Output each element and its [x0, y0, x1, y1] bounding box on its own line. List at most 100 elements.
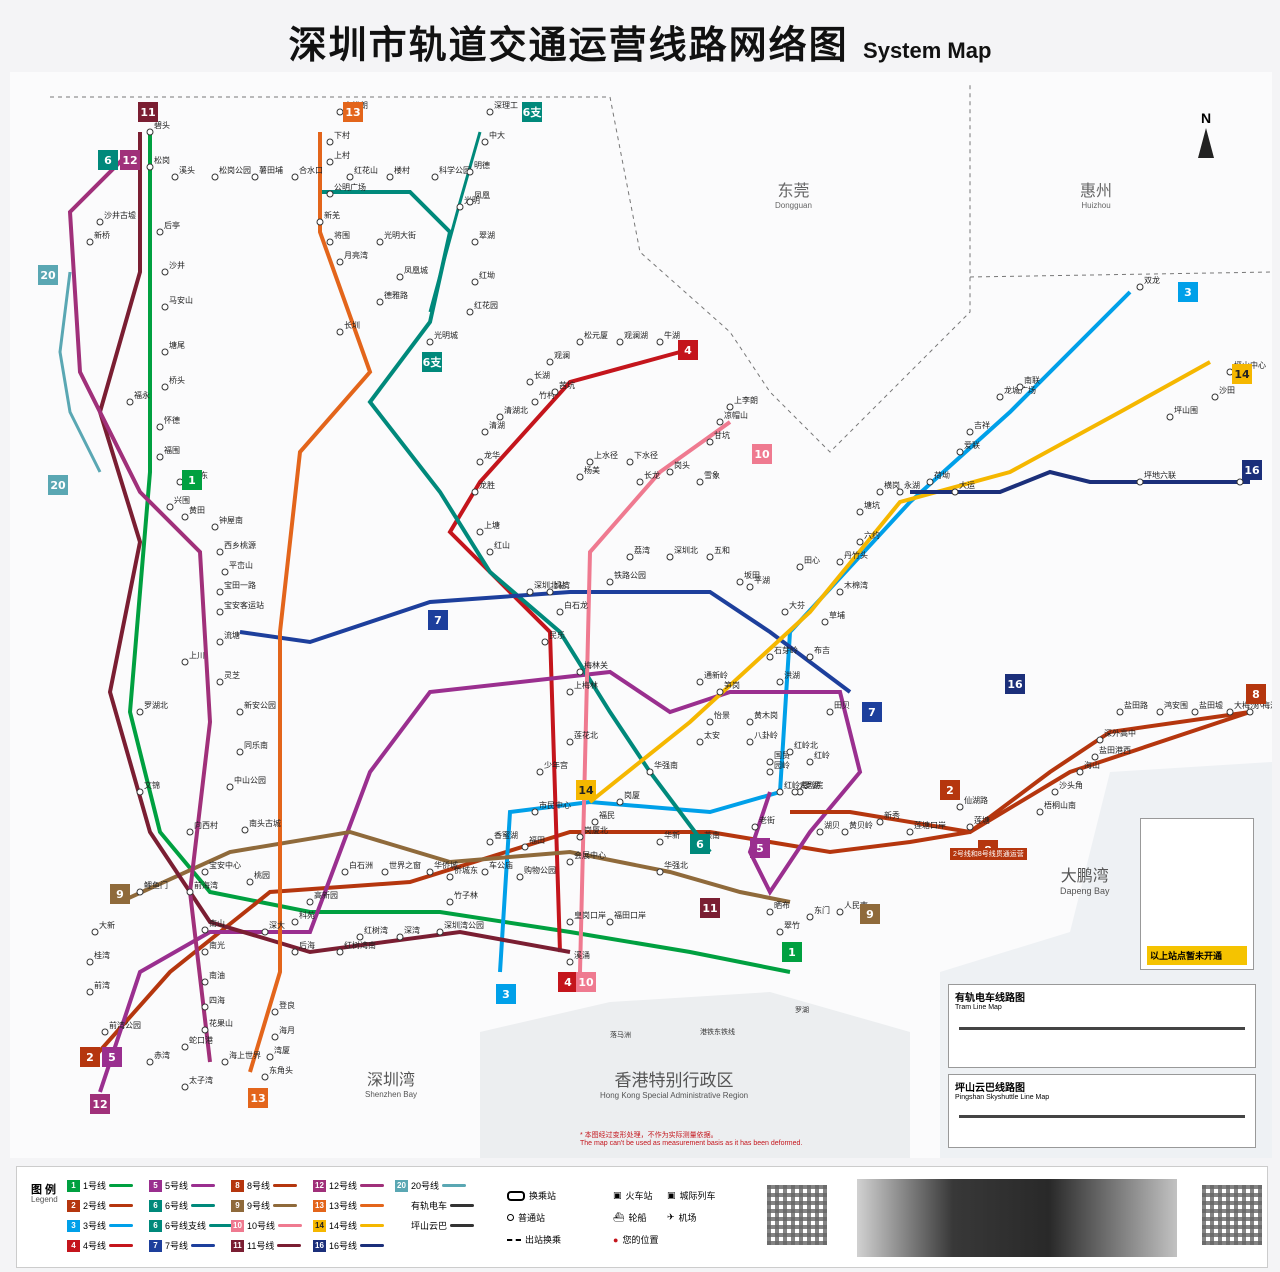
station-marker[interactable]: [216, 638, 224, 646]
station-label[interactable]: 观澜湖: [624, 331, 648, 340]
station-label[interactable]: 南头古城: [249, 818, 281, 828]
station-marker[interactable]: [336, 328, 344, 336]
station-label[interactable]: 花果山: [209, 1018, 233, 1028]
station-label[interactable]: 沙井古墟: [104, 210, 136, 220]
station-marker[interactable]: [266, 1053, 274, 1061]
station-label[interactable]: 横岗: [884, 480, 900, 490]
line-badge[interactable]: [102, 1047, 122, 1067]
station-label[interactable]: 科苑: [299, 910, 315, 920]
station-marker[interactable]: [446, 898, 454, 906]
station-marker[interactable]: [136, 788, 144, 796]
station-label[interactable]: 桂湾: [94, 950, 110, 960]
line-badge[interactable]: [48, 475, 68, 495]
station-label[interactable]: 深圳北站: [534, 580, 566, 590]
station-marker[interactable]: [161, 383, 169, 391]
station-marker[interactable]: [376, 238, 384, 246]
station-marker[interactable]: [96, 218, 104, 226]
station-marker[interactable]: [1226, 708, 1234, 716]
station-marker[interactable]: [186, 828, 194, 836]
station-label[interactable]: 南光: [209, 940, 225, 950]
station-label[interactable]: 流塘: [224, 630, 240, 640]
station-label[interactable]: 坪山围: [1174, 405, 1198, 415]
station-label[interactable]: 燕南: [704, 830, 720, 840]
station-label[interactable]: 莲塘口岸: [914, 820, 946, 830]
station-marker[interactable]: [1191, 708, 1199, 716]
station-marker[interactable]: [261, 1073, 269, 1081]
station-label[interactable]: 翠竹: [784, 920, 800, 930]
station-marker[interactable]: [456, 203, 464, 211]
station-marker[interactable]: [181, 1083, 189, 1091]
station-label[interactable]: 新羌: [324, 210, 340, 220]
station-label[interactable]: 红花山: [354, 165, 378, 175]
station-marker[interactable]: [211, 173, 219, 181]
station-label[interactable]: 购物公园: [524, 865, 556, 875]
station-label[interactable]: 深圳北: [674, 545, 698, 555]
station-label[interactable]: 福田: [529, 836, 545, 845]
station-marker[interactable]: [376, 298, 384, 306]
station-marker[interactable]: [546, 588, 554, 596]
station-label[interactable]: 湖贝: [824, 821, 840, 830]
station-label[interactable]: 黄木岗: [754, 710, 778, 720]
station-label[interactable]: 沙田: [1219, 386, 1235, 395]
station-label[interactable]: 草埔: [829, 610, 845, 620]
station-marker[interactable]: [706, 438, 714, 446]
station-marker[interactable]: [781, 608, 789, 616]
metro-map[interactable]: 碧头松岗溪头松岗公园薯田埔合水口公明广场红花山楼村科学公园光明李松朗下村上村新羌…: [10, 72, 1278, 1176]
station-label[interactable]: 凤凰城: [404, 266, 428, 275]
station-label[interactable]: 竹村: [539, 390, 555, 400]
station-label[interactable]: 光明大街: [384, 230, 416, 240]
station-label[interactable]: 香蜜湖: [494, 830, 518, 840]
station-marker[interactable]: [91, 928, 99, 936]
station-marker[interactable]: [156, 228, 164, 236]
station-marker[interactable]: [476, 458, 484, 466]
line-badge[interactable]: [862, 702, 882, 722]
station-label[interactable]: 塘坑: [864, 500, 880, 510]
station-marker[interactable]: [381, 868, 389, 876]
station-marker[interactable]: [326, 158, 334, 166]
station-marker[interactable]: [841, 828, 849, 836]
station-marker[interactable]: [446, 873, 454, 881]
station-label[interactable]: 光明城: [434, 330, 458, 340]
station-marker[interactable]: [171, 173, 179, 181]
station-marker[interactable]: [156, 423, 164, 431]
station-marker[interactable]: [576, 833, 584, 841]
station-marker[interactable]: [531, 398, 539, 406]
station-marker[interactable]: [211, 523, 219, 531]
station-label[interactable]: 市民中心: [539, 800, 571, 810]
station-marker[interactable]: [626, 458, 634, 466]
station-label[interactable]: 清湖北: [504, 405, 528, 415]
station-label[interactable]: 科学公园: [439, 165, 471, 175]
line-badge[interactable]: [120, 150, 140, 170]
station-label[interactable]: 岗厦: [624, 791, 640, 800]
line-badge[interactable]: [343, 102, 363, 122]
station-label[interactable]: 老街: [759, 815, 775, 825]
station-label[interactable]: 灵芝: [224, 670, 240, 680]
station-label[interactable]: 福永: [134, 390, 150, 400]
station-marker[interactable]: [336, 108, 344, 116]
station-label[interactable]: 楼村: [394, 165, 410, 175]
station-marker[interactable]: [1156, 708, 1164, 716]
station-marker[interactable]: [86, 988, 94, 996]
station-label[interactable]: 民乐: [549, 630, 565, 640]
station-marker[interactable]: [591, 818, 599, 826]
station-label[interactable]: 观澜: [554, 351, 570, 360]
station-label[interactable]: 上村: [334, 150, 350, 160]
station-label[interactable]: 长湖: [534, 370, 550, 380]
station-label[interactable]: 同乐南: [244, 740, 268, 750]
station-label[interactable]: 侨城东: [454, 865, 478, 875]
station-label[interactable]: 梅林关: [584, 660, 608, 670]
station-marker[interactable]: [666, 468, 674, 476]
station-marker[interactable]: [146, 1058, 154, 1066]
station-marker[interactable]: [956, 448, 964, 456]
station-marker[interactable]: [551, 388, 559, 396]
station-label[interactable]: 通新岭: [704, 670, 728, 680]
station-label[interactable]: 罗湖北: [144, 701, 168, 710]
station-marker[interactable]: [226, 783, 234, 791]
station-marker[interactable]: [696, 738, 704, 746]
station-label[interactable]: 中大: [489, 130, 505, 140]
station-label[interactable]: 红山: [494, 540, 510, 550]
station-label[interactable]: 大运: [959, 480, 975, 490]
line-badge[interactable]: [138, 102, 158, 122]
station-marker[interactable]: [246, 878, 254, 886]
station-marker[interactable]: [716, 688, 724, 696]
